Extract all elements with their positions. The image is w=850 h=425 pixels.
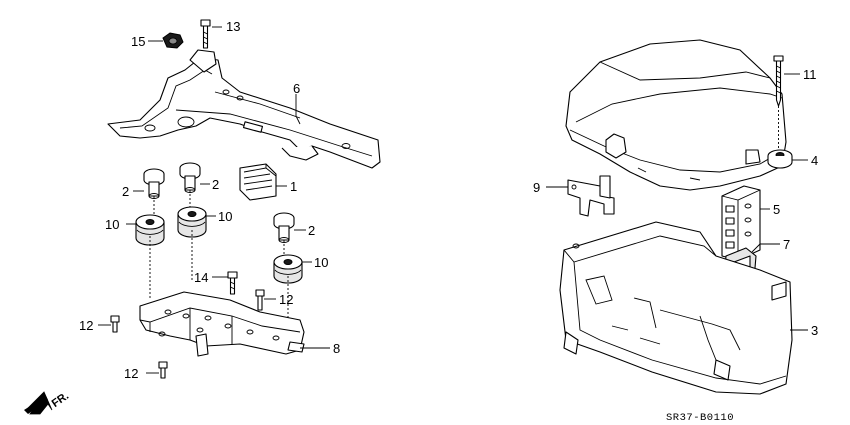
label-12a: 12 [79, 318, 93, 333]
label-5: 5 [773, 202, 780, 217]
leader-lines [98, 26, 808, 374]
label-10c: 10 [314, 255, 328, 270]
label-2a: 2 [122, 184, 129, 199]
bolt-part-13 [200, 19, 211, 49]
grommet-part-1 [239, 163, 277, 201]
diagram-code: SR37-B0110 [666, 412, 734, 424]
rubber-mount-part-10a [135, 214, 165, 246]
front-direction-label: FR. [50, 390, 71, 410]
label-7: 7 [783, 237, 790, 252]
bolt-part-12c [158, 361, 168, 379]
collar-part-2c [273, 212, 295, 243]
label-11: 11 [803, 67, 817, 82]
bracket-part-8 [139, 291, 305, 357]
box-cover-part-4 [565, 39, 787, 191]
bracket-part-6 [107, 49, 381, 169]
bracket-part-9 [567, 175, 615, 217]
rubber-mount-part-10c [273, 254, 303, 284]
bolt-part-14 [227, 271, 238, 295]
collar-part-2a [143, 168, 165, 199]
bolt-part-12b [255, 289, 265, 311]
label-6: 6 [293, 81, 300, 96]
nut-part-15 [162, 32, 184, 49]
label-1: 1 [290, 179, 297, 194]
front-direction-arrow: FR. [24, 390, 71, 415]
bolt-part-12a [110, 315, 120, 333]
label-12c: 12 [124, 366, 138, 381]
label-10a: 10 [105, 217, 119, 232]
connector-holder-part-5 [721, 185, 761, 261]
label-10b: 10 [218, 209, 232, 224]
screw-part-11 [773, 55, 784, 150]
label-3: 3 [811, 323, 818, 338]
box-lower-part-3 [559, 221, 793, 395]
label-12b: 12 [279, 292, 293, 307]
label-2b: 2 [212, 177, 219, 192]
label-14: 14 [194, 270, 208, 285]
rubber-mount-part-10b [177, 206, 207, 238]
label-15: 15 [131, 34, 145, 49]
label-9: 9 [533, 180, 540, 195]
label-8: 8 [333, 341, 340, 356]
label-13: 13 [226, 19, 240, 34]
label-2c: 2 [308, 223, 315, 238]
collar-part-2b [179, 162, 201, 193]
cover-clip-part-4 [767, 149, 793, 169]
label-4: 4 [811, 153, 818, 168]
